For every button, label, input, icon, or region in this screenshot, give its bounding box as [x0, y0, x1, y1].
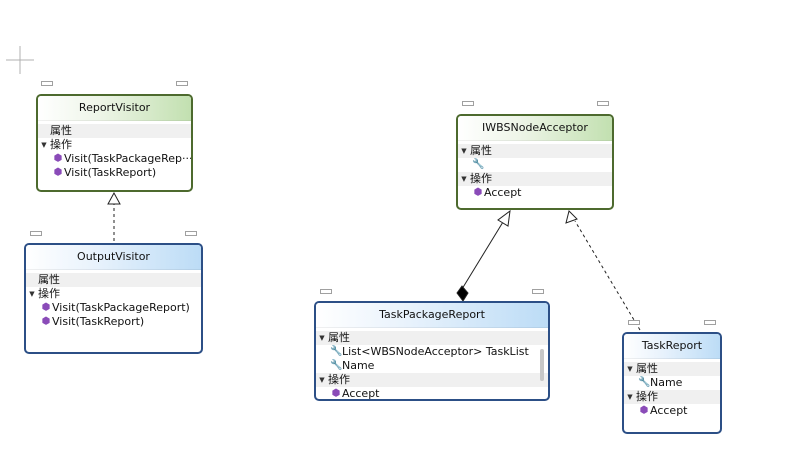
acceptor-anchor-left[interactable] — [462, 101, 474, 106]
outputvisitor-anchor-right[interactable] — [185, 231, 197, 236]
method-cube-icon: ⬢ — [53, 167, 63, 178]
acceptor-anchor-right[interactable] — [597, 101, 609, 106]
scrollbar[interactable] — [540, 349, 544, 381]
attribute-item[interactable]: 🔧 — [458, 158, 612, 172]
method-cube-icon: ⬢ — [473, 187, 483, 198]
operation-item[interactable]: ⬢Accept — [639, 404, 688, 417]
expand-triangle-icon[interactable]: ▼ — [627, 365, 633, 373]
attribute-item[interactable]: 🔧Name — [638, 376, 683, 389]
section-operations[interactable]: ▼操作 — [38, 138, 191, 152]
operation-item[interactable]: ⬢Visit(TaskPackageReport) — [41, 301, 190, 314]
class-taskpackagereport[interactable]: TaskPackageReport ▼属性 🔧List<WBSNodeAccep… — [314, 301, 550, 401]
attribute-item[interactable]: 🔧List<WBSNodeAcceptor> TaskList — [330, 345, 529, 358]
method-cube-icon: ⬢ — [639, 405, 649, 416]
attribute-item[interactable]: 🔧Name — [330, 359, 375, 372]
expand-triangle-icon[interactable]: ▼ — [319, 334, 325, 342]
reportvisitor-anchor-right[interactable] — [176, 81, 188, 86]
section-operations[interactable]: ▼操作 — [316, 373, 548, 387]
class-name: IWBSNodeAcceptor — [458, 116, 612, 141]
taskpackage-anchor-right[interactable] — [532, 289, 544, 294]
method-cube-icon: ⬢ — [331, 388, 341, 399]
association-taskpackage-to-acceptor[interactable] — [456, 209, 511, 302]
property-wrench-icon: 🔧 — [330, 346, 343, 357]
outputvisitor-anchor-left[interactable] — [30, 231, 42, 236]
section-operations[interactable]: ▼操作 — [624, 390, 720, 404]
section-attributes[interactable]: ▼属性 — [458, 144, 612, 158]
taskreport-anchor-right[interactable] — [704, 320, 716, 325]
taskreport-anchor-left[interactable] — [628, 320, 640, 325]
realization-output-to-reportvisitor[interactable] — [107, 191, 121, 241]
class-name: OutputVisitor — [26, 245, 201, 270]
canvas-crosshair — [6, 46, 34, 74]
expand-triangle-icon[interactable]: ▼ — [29, 290, 35, 298]
expand-triangle-icon[interactable]: ▼ — [461, 147, 467, 155]
section-operations[interactable]: ▼操作 — [26, 287, 201, 301]
expand-triangle-icon[interactable]: ▼ — [319, 376, 325, 384]
method-cube-icon: ⬢ — [41, 316, 51, 327]
class-taskreport[interactable]: TaskReport ▼属性 🔧Name ▼操作 ⬢Accept — [622, 332, 722, 434]
class-reportvisitor[interactable]: ReportVisitor 属性 ▼操作 ⬢Visit(TaskPackageR… — [36, 94, 193, 192]
operation-item[interactable]: ⬢Visit(TaskReport) — [41, 315, 145, 328]
property-wrench-icon: 🔧 — [330, 360, 343, 371]
operation-item[interactable]: ⬢Accept — [473, 186, 522, 199]
taskpackage-anchor-left[interactable] — [320, 289, 332, 294]
section-operations[interactable]: ▼操作 — [458, 172, 612, 186]
method-cube-icon: ⬢ — [41, 302, 51, 313]
class-name: TaskReport — [624, 334, 720, 359]
class-name: ReportVisitor — [38, 96, 191, 121]
reportvisitor-anchor-left[interactable] — [41, 81, 53, 86]
operation-item[interactable]: ⬢Accept — [331, 387, 380, 400]
operation-item[interactable]: ⬢Visit(TaskPackageRep··· — [53, 152, 191, 165]
section-attributes[interactable]: 属性 — [26, 273, 201, 287]
expand-triangle-icon[interactable]: ▼ — [627, 393, 633, 401]
property-wrench-icon: 🔧 — [638, 377, 651, 388]
class-name: TaskPackageReport — [316, 303, 548, 328]
interface-iwbsnodeacceptor[interactable]: IWBSNodeAcceptor ▼属性 🔧 ▼操作 ⬢Accept — [456, 114, 614, 210]
expand-triangle-icon[interactable]: ▼ — [41, 141, 47, 149]
property-wrench-icon: 🔧 — [472, 159, 485, 170]
class-outputvisitor[interactable]: OutputVisitor 属性 ▼操作 ⬢Visit(TaskPackageR… — [24, 243, 203, 354]
expand-triangle-icon[interactable]: ▼ — [461, 175, 467, 183]
section-attributes[interactable]: 属性 — [38, 124, 191, 138]
realization-taskreport-to-acceptor[interactable] — [565, 210, 641, 331]
section-attributes[interactable]: ▼属性 — [316, 331, 548, 345]
operation-item[interactable]: ⬢Visit(TaskReport) — [53, 166, 157, 179]
section-attributes[interactable]: ▼属性 — [624, 362, 720, 376]
method-cube-icon: ⬢ — [53, 153, 63, 164]
